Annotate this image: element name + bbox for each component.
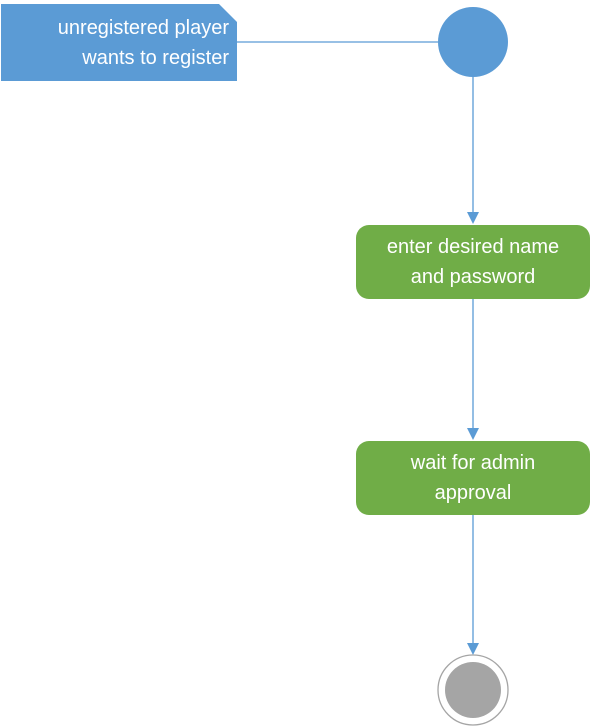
action-label-line-2: approval — [434, 482, 512, 504]
initial-node — [438, 7, 508, 77]
final-node-core — [445, 662, 501, 718]
arrowhead — [467, 212, 479, 224]
action-wait-approval: wait for admin approval — [356, 441, 590, 515]
note-text-line-1: unregistered player — [57, 17, 229, 39]
action-label-line-1: enter desired name — [386, 236, 560, 258]
action-label-line-2: and password — [410, 266, 536, 288]
action-enter-credentials: enter desired name and password — [356, 225, 590, 299]
action-label-line-1: wait for admin — [410, 452, 536, 474]
note-text-line-2: wants to register — [82, 47, 229, 69]
arrowhead — [467, 428, 479, 440]
arrowhead — [467, 643, 479, 655]
note-comment: unregistered player wants to register — [1, 4, 237, 81]
